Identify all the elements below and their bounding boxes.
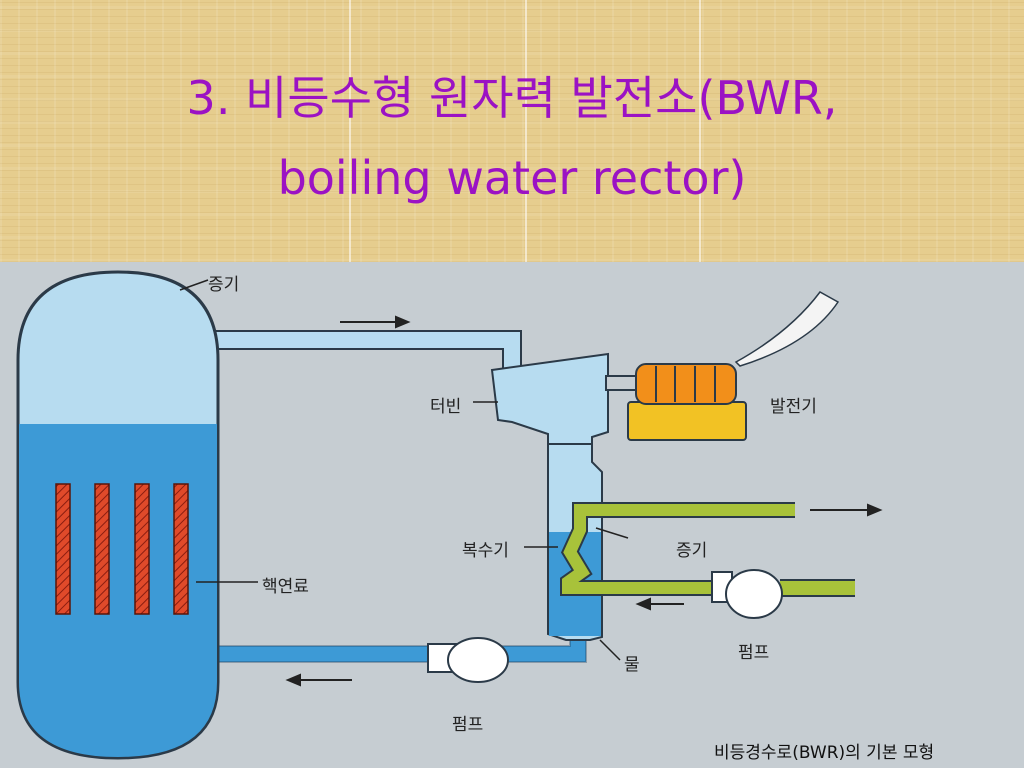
label-fuel: 핵연료 [262, 577, 309, 597]
slide-background [0, 0, 1024, 262]
background-seam [525, 0, 527, 262]
label-generator: 발전기 [770, 397, 817, 417]
bwr-diagram-svg [16, 270, 883, 760]
generator [605, 363, 747, 441]
slide-title-line2: boiling water rector) [277, 151, 747, 205]
pump-right [725, 569, 783, 619]
power-line [734, 291, 840, 367]
fuel-rod [173, 483, 189, 615]
label-steam-top: 증기 [208, 275, 240, 295]
bwr-diagram: 증기 터빈 발전기 복수기 증기 핵연료 물 펌프 펌프 비등경수로(BWR)의… [0, 262, 1024, 768]
diagram-caption: 비등경수로(BWR)의 기본 모형 [714, 743, 935, 763]
fuel-rod [94, 483, 110, 615]
fuel-rod [55, 483, 71, 615]
fuel-rod [134, 483, 150, 615]
label-pump-right: 펌프 [738, 643, 770, 663]
pump-bottom [447, 637, 509, 683]
label-steam-right: 증기 [676, 541, 708, 561]
slide-title-line1: 3. 비등수형 원자력 발전소(BWR, [186, 71, 838, 125]
label-water: 물 [624, 655, 640, 675]
label-condenser: 복수기 [462, 541, 509, 561]
label-turbine: 터빈 [430, 397, 462, 417]
label-pump-bottom: 펌프 [452, 715, 484, 735]
slide-title: 3. 비등수형 원자력 발전소(BWR, boiling water recto… [0, 58, 1024, 218]
background-seam [699, 0, 701, 262]
background-seam [349, 0, 351, 262]
